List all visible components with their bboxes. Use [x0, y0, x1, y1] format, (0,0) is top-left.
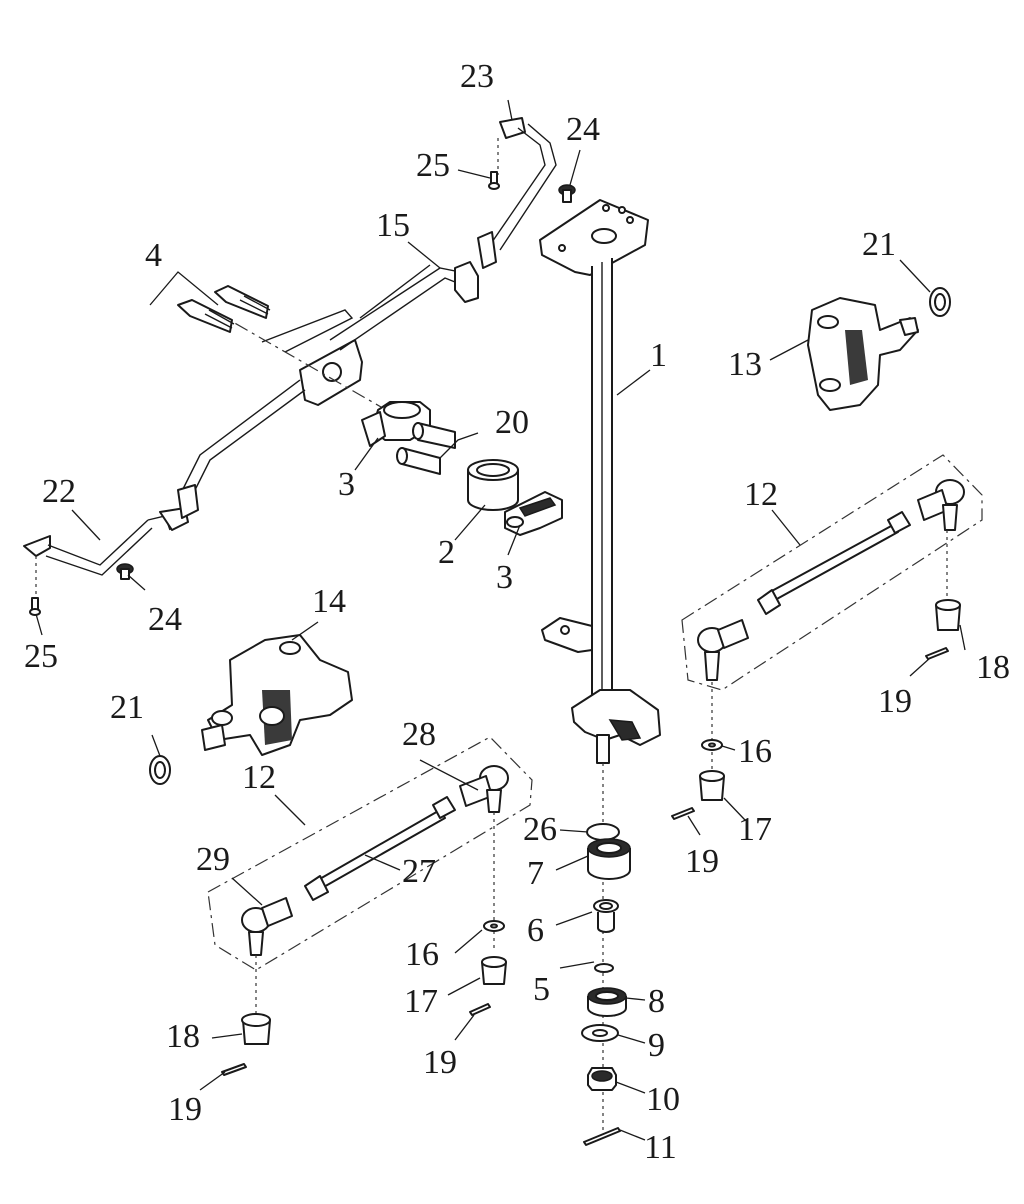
label-part-5: 5: [533, 971, 550, 1008]
label-part-10: 10: [646, 1081, 680, 1118]
bearing-part-7: [587, 838, 631, 880]
label-part-12-left: 12: [242, 759, 276, 796]
washer-part-16-left: [483, 920, 505, 932]
label-part-16-left: 16: [405, 936, 439, 973]
cotter-pin-part-11: [583, 1127, 621, 1146]
label-part-27: 27: [402, 853, 436, 890]
bolts-part-4: [177, 285, 271, 333]
label-part-13: 13: [728, 346, 762, 383]
screw-part-25-top: [488, 171, 500, 190]
tie-rod-assembly-part-12-right: [681, 454, 983, 780]
knuckle-part-14: [201, 634, 353, 756]
o-ring-part-5: [594, 963, 614, 973]
knuckle-part-13: [807, 297, 919, 411]
label-part-19-b: 19: [685, 843, 719, 880]
stay-rod-part-23: [477, 117, 557, 269]
label-part-21-left: 21: [110, 689, 144, 726]
label-part-19-d: 19: [168, 1091, 202, 1128]
nut-part-10: [587, 1067, 617, 1091]
part-number-labels: 1 2 3 3 4 5 6 7 8 9 10 11 12 12 13 14 15…: [24, 58, 1010, 1166]
label-part-12-right: 12: [744, 476, 778, 513]
label-part-9: 9: [648, 1027, 665, 1064]
label-part-29: 29: [196, 841, 230, 878]
label-part-21-right: 21: [862, 226, 896, 263]
label-part-25-top: 25: [416, 147, 450, 184]
label-part-18-right: 18: [976, 649, 1010, 686]
label-part-18-left: 18: [166, 1018, 200, 1055]
label-part-20: 20: [495, 404, 529, 441]
cotter-pin-part-19-b: [671, 807, 695, 820]
bushing-part-6: [593, 899, 619, 933]
steering-shaft-part-1: [539, 199, 661, 1130]
stabilizer-rod-part-22: [23, 379, 306, 600]
cotter-pin-part-19-a: [925, 647, 949, 660]
nut-part-17-right: [699, 770, 725, 801]
label-part-3-upper: 3: [338, 466, 355, 503]
label-part-15: 15: [376, 207, 410, 244]
bearing-part-8: [587, 987, 627, 1017]
o-ring-part-26: [586, 823, 620, 841]
label-part-6: 6: [527, 912, 544, 949]
label-part-2: 2: [438, 534, 455, 571]
label-part-17-left: 17: [404, 983, 438, 1020]
washer-part-21-left: [149, 755, 171, 785]
collars-part-20: [396, 422, 456, 475]
label-part-14: 14: [312, 583, 346, 620]
label-part-16-right: 16: [738, 733, 772, 770]
label-part-24-left: 24: [148, 601, 182, 638]
label-part-17-right: 17: [738, 811, 772, 848]
label-part-25-left: 25: [24, 638, 58, 675]
label-part-28: 28: [402, 716, 436, 753]
washer-part-21-right: [929, 287, 951, 317]
label-part-4: 4: [145, 237, 162, 274]
ball-joint-right-outer: [917, 479, 965, 531]
clamp-part-3-lower: [504, 491, 563, 536]
tie-rod-assembly-part-12-left: [207, 736, 533, 1015]
label-part-11: 11: [644, 1129, 677, 1166]
cotter-pin-part-19-c: [469, 1003, 491, 1016]
label-part-3-lower: 3: [496, 559, 513, 596]
screw-part-24-left: [116, 563, 134, 580]
label-part-26: 26: [523, 811, 557, 848]
label-part-19-c: 19: [423, 1044, 457, 1081]
ball-joint-right-inner: [697, 619, 749, 681]
nut-part-18-right: [935, 599, 961, 631]
ball-joint-part-28: [459, 765, 509, 813]
label-part-7: 7: [527, 855, 544, 892]
nut-part-18-left: [241, 1013, 271, 1045]
label-part-22: 22: [42, 473, 76, 510]
label-part-19-a: 19: [878, 683, 912, 720]
ball-joint-part-29: [241, 897, 293, 956]
label-part-1: 1: [650, 337, 667, 374]
washer-part-9: [581, 1024, 619, 1042]
nut-part-17-left: [481, 956, 507, 985]
screw-part-24-top: [558, 184, 576, 203]
label-part-24-top: 24: [566, 111, 600, 148]
cotter-pin-part-19-d: [221, 1063, 247, 1076]
support-bracket-part-15: [211, 261, 479, 416]
bushing-part-2: [467, 459, 519, 511]
screw-part-25-left: [29, 597, 41, 616]
bearing-stack: [581, 823, 631, 1146]
label-part-23: 23: [460, 58, 494, 95]
label-part-8: 8: [648, 983, 665, 1020]
washer-part-16-right: [701, 739, 723, 751]
leader-lines: [35, 99, 966, 1141]
